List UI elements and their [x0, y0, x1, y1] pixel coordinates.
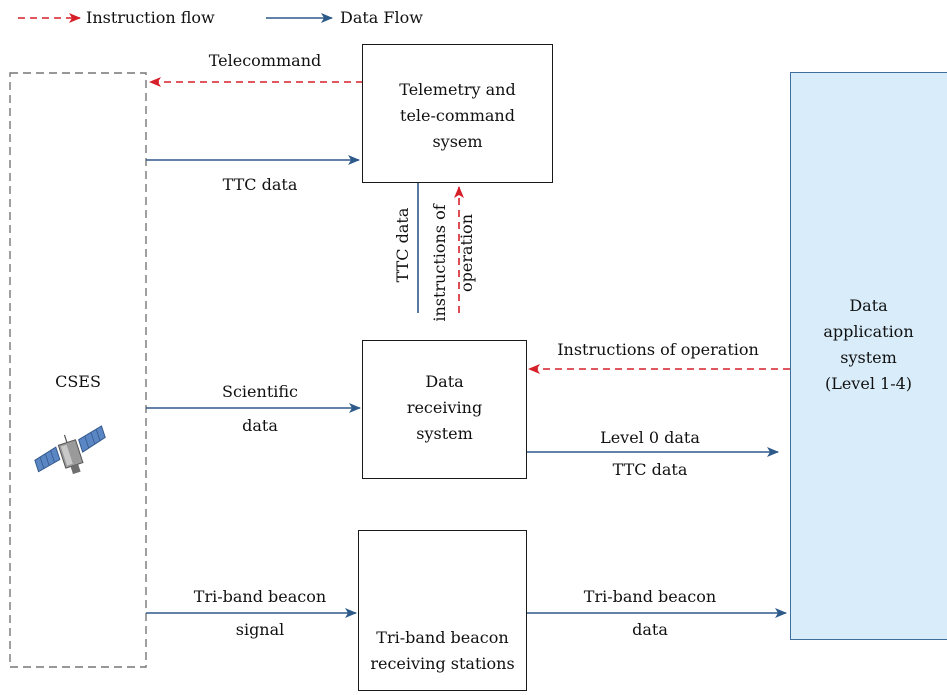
instructions-of-operation-label: Instructions of operation — [557, 340, 759, 359]
satellite-icon — [34, 425, 106, 475]
beacon-data-label-2: data — [632, 620, 668, 639]
scientific-label-2: data — [242, 416, 278, 435]
cses-container — [9, 72, 147, 668]
data-receiving-label-2: receiving — [406, 398, 483, 417]
ttc-data-top-label: TTC data — [222, 175, 298, 194]
ttc-data-right-label: TTC data — [612, 460, 688, 479]
data-app-label-1: Data — [849, 296, 888, 315]
level0-data-label: Level 0 data — [600, 428, 700, 447]
data-app-label-4: (Level 1-4) — [824, 374, 913, 393]
cses-label: CSES — [55, 372, 101, 391]
ttc-system-box — [362, 44, 553, 183]
instructions-vertical-label-2: operation — [457, 214, 476, 293]
beacon-data-label-1: Tri-band beacon — [583, 587, 717, 606]
ttc-system-label-2: tele-command — [400, 106, 515, 125]
beacon-stations-box — [358, 530, 527, 691]
data-app-label-2: application — [823, 322, 914, 341]
scientific-label-1: Scientific — [222, 382, 298, 401]
ttc-data-vertical-label: TTC data — [393, 207, 412, 283]
beacon-stations-label-1: Tri-band beacon — [376, 628, 509, 647]
instructions-vertical-label-1: instructions of — [430, 204, 449, 322]
legend-data-label: Data Flow — [340, 8, 423, 27]
data-app-box — [790, 72, 947, 640]
data-receiving-label-1: Data — [425, 372, 464, 391]
data-receiving-label-3: system — [416, 424, 473, 443]
beacon-stations-label-2: receiving stations — [370, 654, 515, 673]
beacon-signal-label-1: Tri-band beacon — [193, 587, 327, 606]
data-receiving-box — [362, 340, 527, 479]
beacon-signal-label-2: signal — [235, 620, 285, 639]
legend-instruction-label: Instruction flow — [86, 8, 215, 27]
ttc-system-label-1: Telemetry and — [399, 80, 516, 99]
ttc-system-label-3: sysem — [432, 132, 483, 151]
telecommand-label: Telecommand — [208, 51, 322, 70]
data-app-label-3: system — [840, 348, 897, 367]
